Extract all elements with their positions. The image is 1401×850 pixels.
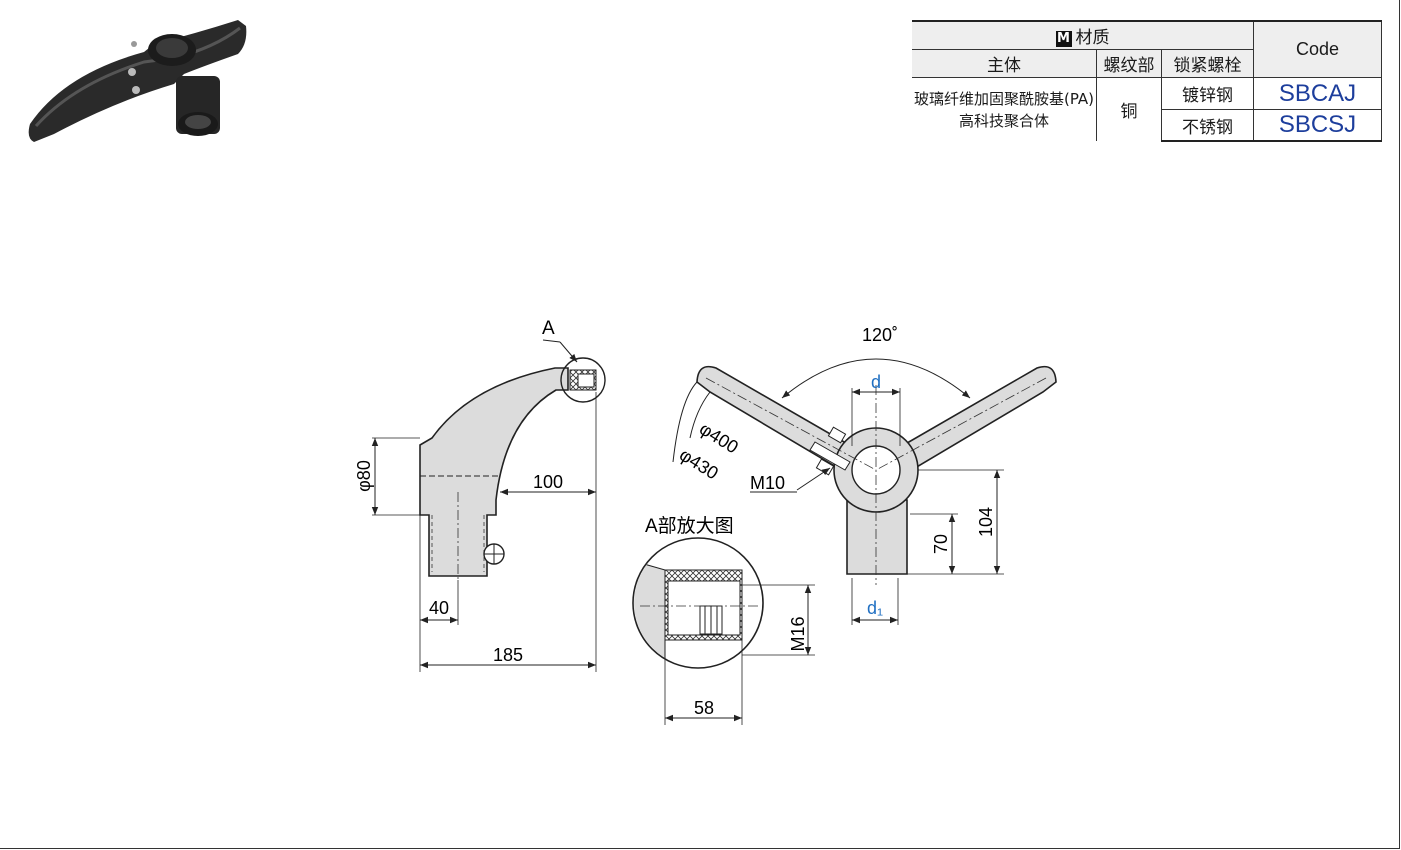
product-photo: [28, 20, 247, 142]
dim-d1: d₁: [867, 598, 883, 618]
front-view: 120˚ d φ400 φ430 M10 70 104 d₁: [672, 325, 1057, 625]
material-badge: M: [1055, 31, 1072, 47]
dim-104: 104: [976, 507, 996, 537]
dim-185: 185: [493, 645, 523, 665]
dim-58: 58: [694, 698, 714, 718]
dim-phi80: φ80: [354, 460, 374, 492]
material-header: 材质: [1075, 28, 1110, 48]
code-1: SBCAJ: [1253, 77, 1382, 110]
side-view: A φ80 100 40 185: [354, 318, 606, 672]
detail-view: A部放大图 M16 58: [632, 515, 815, 725]
col-bolt-header: 锁紧螺栓: [1161, 49, 1254, 78]
detail-title: A部放大图: [645, 515, 734, 537]
body-material-line1: 玻璃纤维加固聚酰胺基(PA): [913, 89, 1095, 108]
col-body-header: 主体: [912, 49, 1097, 78]
bolt-material-1: 镀锌钢: [1161, 77, 1254, 110]
side-handle-body: [419, 367, 569, 577]
body-material-cell: 玻璃纤维加固聚酰胺基(PA) 高科技聚合体: [912, 77, 1097, 141]
dim-phi400: φ400: [696, 418, 742, 457]
dim-40: 40: [429, 598, 449, 618]
col-thread-header: 螺纹部: [1096, 49, 1162, 78]
front-arm-right: [893, 365, 1057, 476]
detail-a-circle: [560, 357, 606, 403]
code-header: Code: [1253, 20, 1382, 78]
dim-d: d: [871, 372, 881, 392]
angle-120: 120˚: [862, 325, 898, 345]
dim-m10: M10: [750, 473, 785, 493]
thread-material: 铜: [1096, 77, 1162, 141]
dim-phi430: φ430: [676, 444, 722, 483]
code-2: SBCSJ: [1253, 109, 1382, 142]
dim-m16: M16: [788, 616, 808, 651]
dim-100: 100: [533, 472, 563, 492]
label-a: A: [542, 318, 555, 339]
dim-70: 70: [931, 534, 951, 554]
body-material-line2: 高科技聚合体: [958, 111, 1049, 130]
